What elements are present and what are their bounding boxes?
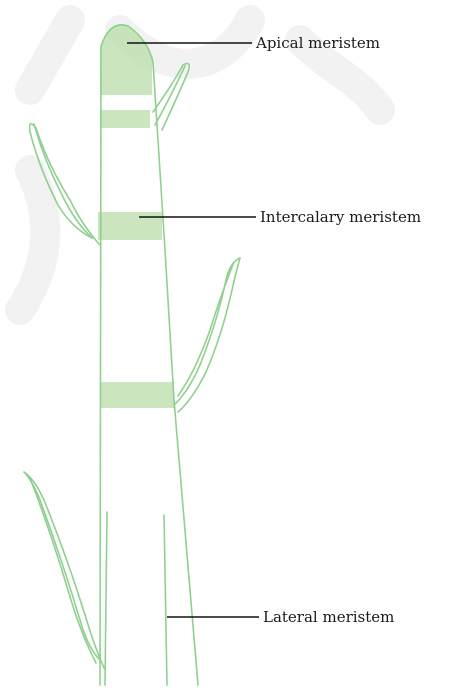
lower-intercalary-band <box>100 382 174 408</box>
intercalary-label-group: Intercalary meristem <box>139 208 421 226</box>
apical-meristem-label: Apical meristem <box>255 34 380 52</box>
intercalary-meristem-band <box>98 212 162 240</box>
watermark <box>20 20 380 310</box>
upper-band <box>100 110 150 128</box>
lateral-label-group: Lateral meristem <box>167 608 394 626</box>
intercalary-meristem-label: Intercalary meristem <box>260 208 421 226</box>
side-leaves <box>24 64 240 668</box>
lateral-meristem-label: Lateral meristem <box>263 608 394 626</box>
